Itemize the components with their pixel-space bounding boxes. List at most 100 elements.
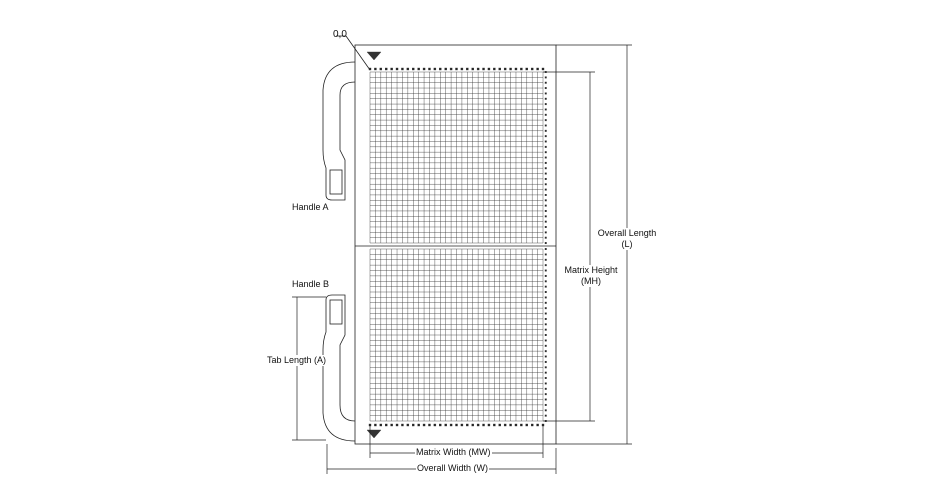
index-mark bbox=[406, 67, 410, 71]
index-mark bbox=[544, 371, 547, 374]
index-mark bbox=[544, 280, 547, 283]
index-mark bbox=[544, 317, 547, 320]
index-mark bbox=[525, 423, 528, 427]
index-mark bbox=[544, 113, 547, 116]
index-mark bbox=[544, 177, 547, 180]
index-mark bbox=[503, 423, 507, 427]
index-mark bbox=[544, 291, 547, 293]
index-mark bbox=[455, 423, 458, 427]
index-mark bbox=[544, 334, 547, 336]
index-mark bbox=[544, 366, 547, 369]
index-mark bbox=[544, 344, 547, 347]
index-mark bbox=[544, 210, 547, 212]
index-mark bbox=[514, 67, 518, 71]
index-mark bbox=[536, 423, 539, 427]
index-mark bbox=[544, 409, 547, 412]
index-mark bbox=[544, 414, 547, 417]
overall-width-label: Overall Width (W) bbox=[416, 463, 490, 474]
index-mark bbox=[544, 339, 547, 342]
index-mark bbox=[544, 226, 547, 228]
index-mark bbox=[544, 76, 547, 79]
index-mark bbox=[493, 423, 496, 427]
index-mark bbox=[544, 377, 547, 379]
handle-a-tab bbox=[329, 169, 343, 195]
index-mark bbox=[395, 423, 399, 427]
handle-b-label: Handle B bbox=[292, 279, 330, 289]
index-mark bbox=[422, 423, 426, 427]
index-mark bbox=[476, 67, 480, 71]
index-mark bbox=[509, 67, 512, 71]
index-mark bbox=[536, 67, 539, 71]
handle-b-tab bbox=[329, 299, 343, 325]
matrix-height-text: Matrix Height bbox=[564, 265, 618, 275]
index-mark bbox=[390, 67, 393, 71]
index-mark bbox=[544, 204, 547, 207]
handle-a-label: Handle A bbox=[292, 202, 329, 212]
index-mark bbox=[498, 67, 501, 71]
index-mark bbox=[460, 423, 464, 427]
index-mark bbox=[520, 423, 523, 427]
index-mark bbox=[544, 236, 547, 239]
tab-length-label: Tab Length (A) bbox=[267, 355, 327, 366]
index-mark bbox=[544, 301, 547, 304]
index-mark bbox=[544, 119, 547, 122]
index-mark bbox=[544, 135, 547, 138]
index-mark bbox=[471, 423, 474, 427]
index-mark bbox=[544, 108, 547, 111]
index-mark bbox=[390, 423, 393, 427]
index-mark bbox=[544, 253, 547, 256]
index-mark bbox=[544, 183, 547, 186]
handle-outline bbox=[322, 61, 356, 201]
index-mark bbox=[544, 393, 547, 396]
index-mark bbox=[374, 67, 377, 71]
index-mark bbox=[417, 423, 420, 427]
index-mark bbox=[466, 423, 469, 427]
matrix-height-label: Matrix Height (MH) bbox=[560, 265, 622, 287]
index-mark bbox=[401, 423, 404, 427]
index-mark bbox=[544, 199, 547, 202]
index-mark bbox=[374, 423, 377, 427]
index-mark bbox=[544, 92, 547, 95]
index-mark bbox=[412, 423, 415, 427]
index-mark bbox=[544, 398, 547, 401]
index-mark bbox=[449, 423, 453, 427]
index-mark bbox=[395, 67, 399, 71]
index-mark bbox=[385, 423, 388, 427]
index-mark bbox=[476, 423, 480, 427]
index-mark bbox=[544, 350, 547, 353]
index-mark bbox=[544, 81, 547, 84]
index-mark bbox=[406, 423, 410, 427]
index-mark bbox=[493, 67, 496, 71]
logo-icon bbox=[366, 429, 382, 439]
index-mark bbox=[544, 328, 547, 331]
plate-outline bbox=[354, 44, 557, 445]
index-mark bbox=[544, 403, 547, 406]
origin-leader bbox=[345, 35, 371, 71]
index-mark bbox=[514, 423, 518, 427]
index-mark bbox=[544, 355, 547, 358]
index-mark bbox=[498, 423, 501, 427]
index-mark bbox=[541, 67, 545, 71]
index-mark bbox=[544, 382, 547, 385]
matrix-height-abbr: (MH) bbox=[581, 276, 601, 286]
index-mark bbox=[417, 67, 420, 71]
index-mark bbox=[439, 423, 442, 427]
index-mark bbox=[544, 269, 547, 272]
index-mark bbox=[544, 312, 547, 315]
index-mark bbox=[544, 231, 547, 234]
index-mark bbox=[385, 67, 388, 71]
index-mark bbox=[544, 307, 547, 310]
index-mark bbox=[544, 274, 547, 277]
index-mark bbox=[509, 423, 512, 427]
index-mark bbox=[544, 215, 547, 218]
index-mark bbox=[544, 172, 547, 175]
index-mark bbox=[422, 67, 426, 71]
index-mark bbox=[428, 67, 431, 71]
index-mark bbox=[433, 67, 437, 71]
index-mark bbox=[471, 67, 474, 71]
index-mark bbox=[544, 188, 547, 191]
index-mark bbox=[449, 67, 453, 71]
index-mark bbox=[544, 242, 547, 245]
index-mark bbox=[444, 67, 447, 71]
index-mark bbox=[466, 67, 469, 71]
